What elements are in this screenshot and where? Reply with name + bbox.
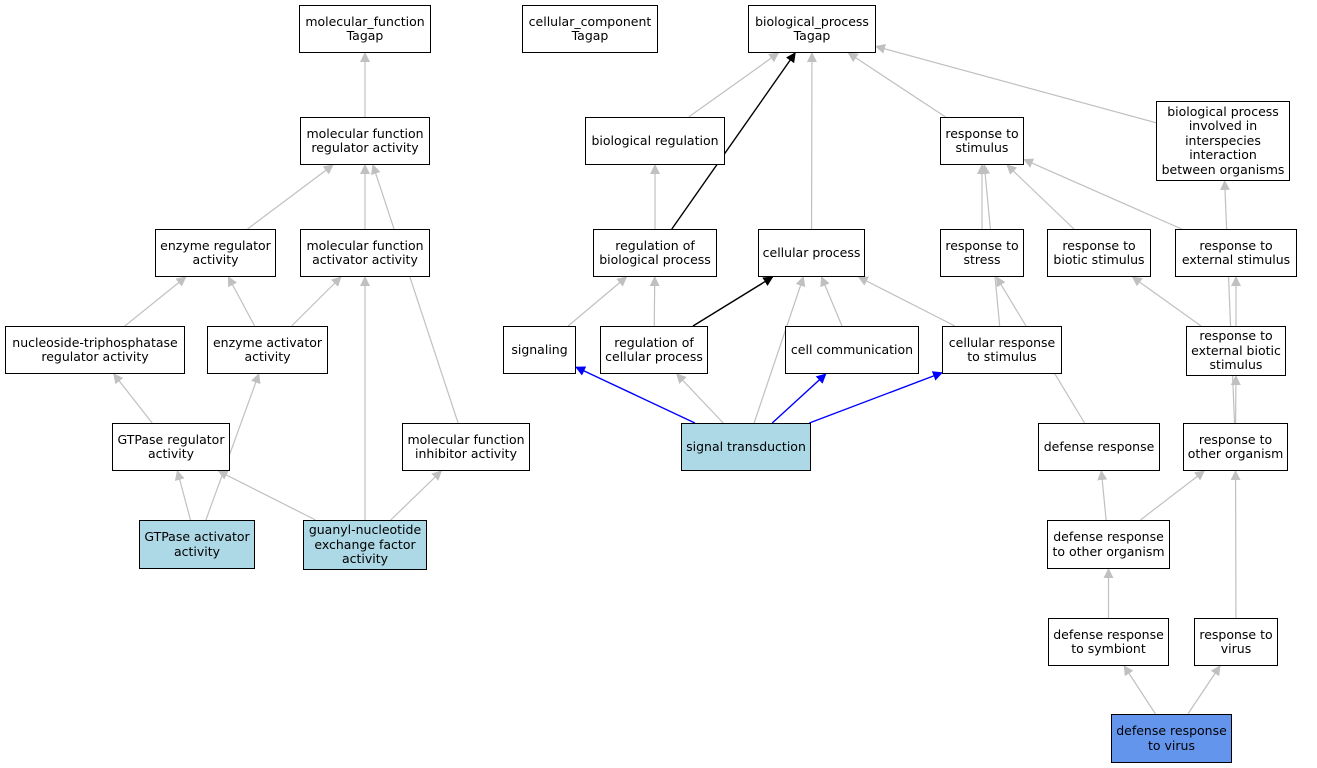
node-molecular-function-activator-activity[interactable]: molecular function activator activity: [300, 229, 430, 277]
node-guanyl-nucleotide-exchange-factor-activity[interactable]: guanyl-nucleotide exchange factor activi…: [303, 520, 427, 570]
edge-gnef-to-gtpase_reg: [217, 470, 316, 521]
node-response-to-stress[interactable]: response to stress: [940, 229, 1024, 277]
edge-sig_trans-to-cell_comm: [771, 373, 827, 424]
node-molecular-function-root[interactable]: molecular_function Tagap: [299, 5, 431, 53]
node-response-to-stimulus[interactable]: response to stimulus: [940, 117, 1024, 165]
edge-sig_trans-to-cell_proc: [753, 276, 806, 424]
edge-sig_trans-to-reg_cell: [676, 373, 724, 424]
node-regulation-of-biological-process[interactable]: regulation of biological process: [593, 229, 717, 277]
edge-sig_trans-to-cell_resp: [809, 371, 943, 424]
edge-def_other-to-def_resp: [1097, 470, 1108, 521]
edge-gtpase_reg-to-ntp_reg: [113, 373, 153, 424]
edge-def_other-to-resp_other: [1140, 470, 1206, 521]
edge-cell_comm-to-cell_proc: [820, 276, 843, 327]
edge-resp_stim-to-bp_root: [847, 52, 946, 118]
node-signaling[interactable]: signaling: [503, 326, 576, 374]
node-response-to-biotic-stimulus[interactable]: response to biotic stimulus: [1047, 229, 1151, 277]
edge-def_virus-to-def_symb: [1123, 665, 1157, 715]
edge-def_virus-to-resp_virus: [1187, 665, 1221, 715]
node-molecular-function-inhibitor-activity[interactable]: molecular function inhibitor activity: [402, 423, 530, 471]
node-defense-response-to-symbiont[interactable]: defense response to symbiont: [1048, 618, 1169, 666]
node-cell-communication[interactable]: cell communication: [785, 326, 919, 374]
node-cellular-component-root[interactable]: cellular_component Tagap: [522, 5, 658, 53]
edge-reg_cell-to-reg_bio: [649, 276, 660, 327]
edge-mf_inh-to-mf_reg: [370, 164, 459, 424]
node-gtpase-regulator-activity[interactable]: GTPase regulator activity: [112, 423, 230, 471]
edge-gtpase_act-to-gtpase_reg: [174, 470, 192, 521]
edge-resp_other-to-interspecies: [1220, 180, 1236, 424]
edge-enz_act-to-mf_act: [291, 276, 342, 327]
edge-reg_bio-to-bp_root: [671, 52, 796, 230]
node-response-to-external-biotic-stimulus[interactable]: response to external biotic stimulus: [1186, 326, 1286, 376]
edge-gnef-to-mf_inh: [390, 470, 442, 521]
node-regulation-of-cellular-process[interactable]: regulation of cellular process: [600, 326, 708, 374]
edge-resp_biotic-to-resp_stim: [1006, 164, 1075, 230]
edge-ntp_reg-to-enz_reg: [124, 276, 187, 327]
edge-sig_trans-to-signaling: [575, 366, 696, 424]
edge-signaling-to-reg_bio: [567, 276, 628, 327]
edge-resp_ext-to-resp_stim: [1023, 158, 1182, 230]
node-response-to-virus[interactable]: response to virus: [1194, 618, 1278, 666]
edge-enz_reg-to-mf_reg: [247, 164, 334, 230]
node-signal-transduction[interactable]: signal transduction: [681, 423, 811, 471]
edge-interspecies-to-bp_root: [875, 43, 1157, 124]
node-defense-response-to-other-organism[interactable]: defense response to other organism: [1047, 520, 1170, 569]
node-enzyme-activator-activity[interactable]: enzyme activator activity: [207, 326, 328, 374]
node-nucleoside-triphosphatase-regulator-activity[interactable]: nucleoside-triphosphatase regulator acti…: [5, 326, 185, 374]
node-interspecies-interaction[interactable]: biological process involved in interspec…: [1156, 101, 1290, 181]
node-gtpase-activator-activity[interactable]: GTPase activator activity: [139, 520, 255, 569]
node-cellular-process[interactable]: cellular process: [758, 229, 865, 277]
edge-layer: [113, 43, 1241, 715]
node-biological-process-root[interactable]: biological_process Tagap: [748, 5, 876, 53]
node-molecular-function-regulator-activity[interactable]: molecular function regulator activity: [300, 117, 430, 165]
node-cellular-response-to-stimulus[interactable]: cellular response to stimulus: [942, 326, 1062, 374]
node-biological-regulation[interactable]: biological regulation: [585, 117, 725, 165]
edge-enz_act-to-enz_reg: [227, 276, 256, 327]
edge-cell_resp-to-cell_proc: [857, 276, 956, 327]
edge-resp_ext_biotic-to-resp_biotic: [1131, 276, 1202, 327]
edge-reg_cell-to-cell_proc: [692, 276, 774, 327]
node-defense-response-to-virus[interactable]: defense response to virus: [1111, 714, 1232, 763]
node-defense-response[interactable]: defense response: [1038, 423, 1160, 471]
node-response-to-external-stimulus[interactable]: response to external stimulus: [1175, 229, 1297, 277]
node-response-to-other-organism[interactable]: response to other organism: [1183, 423, 1288, 471]
edge-gtpase_act-to-enz_act: [205, 373, 261, 521]
node-enzyme-regulator-activity[interactable]: enzyme regulator activity: [155, 229, 276, 277]
edge-bio_reg-to-bp_root: [688, 52, 780, 118]
